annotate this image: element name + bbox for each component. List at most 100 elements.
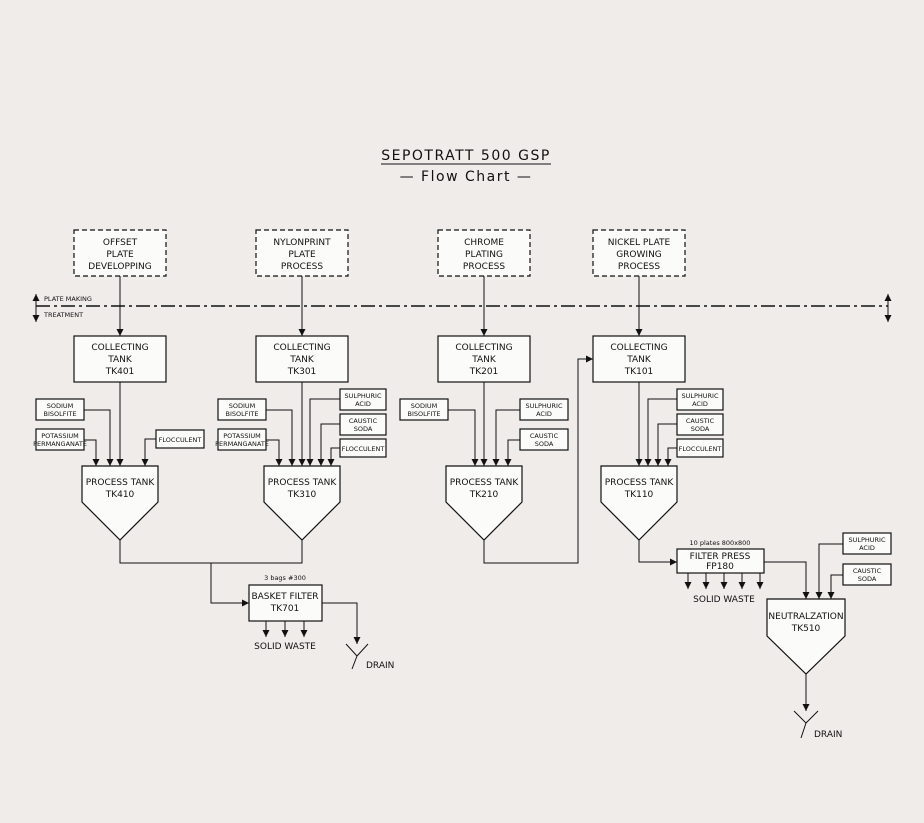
svg-text:SODA: SODA [858, 575, 877, 583]
svg-text:PROCESS: PROCESS [463, 262, 505, 272]
svg-text:NEUTRALZATION: NEUTRALZATION [768, 612, 843, 622]
svg-text:PERMANGANATE: PERMANGANATE [33, 440, 87, 448]
chem-sulphuric-acid-neutralization: SULPHURIC ACID [842, 532, 892, 555]
svg-text:GROWING: GROWING [616, 250, 662, 260]
diagram-subtitle: — Flow Chart — [400, 169, 533, 185]
basket-filter-solid-waste: SOLID WASTE [254, 642, 316, 652]
svg-text:SULPHURIC: SULPHURIC [681, 392, 719, 400]
svg-text:PROCESS: PROCESS [281, 262, 323, 272]
chem-flocculent-2: FLOCCULENT [339, 438, 387, 458]
chem-sodium-bisolfite-3: SODIUM BISOLFITE [399, 398, 449, 421]
svg-text:CAUSTIC: CAUSTIC [853, 567, 882, 575]
svg-text:SODIUM: SODIUM [411, 402, 438, 410]
svg-text:COLLECTING: COLLECTING [91, 343, 148, 353]
collecting-tank-tk201: COLLECTING TANK TK201 [437, 335, 531, 383]
chem-sulphuric-acid-4: SULPHURIC ACID [676, 388, 724, 411]
filter-press-solid-waste: SOLID WASTE [693, 595, 755, 605]
chem-caustic-soda-4: CAUSTIC SODA [676, 413, 724, 436]
svg-text:SULPHURIC: SULPHURIC [848, 536, 886, 544]
svg-text:CHROME: CHROME [464, 238, 504, 248]
collecting-tank-tk101: COLLECTING TANK TK101 [592, 335, 686, 383]
svg-text:TANK: TANK [289, 355, 315, 365]
svg-text:SULPHURIC: SULPHURIC [525, 402, 563, 410]
svg-text:PROCESS TANK: PROCESS TANK [86, 478, 156, 488]
chem-flocculent-1: FLOCCULENT [155, 429, 205, 449]
svg-text:PLATE: PLATE [288, 250, 316, 260]
svg-text:SODA: SODA [354, 425, 373, 433]
process-tank-tk210: PROCESS TANK TK210 [445, 465, 523, 541]
svg-text:POTASSIUM: POTASSIUM [41, 432, 78, 440]
chem-flocculent-4: FLOCCULENT [676, 438, 724, 458]
svg-text:FLOCCULENT: FLOCCULENT [342, 445, 385, 453]
svg-text:SULPHURIC: SULPHURIC [344, 392, 382, 400]
process-tank-tk410: PROCESS TANK TK410 [81, 465, 159, 541]
drain-symbol-1 [345, 643, 369, 670]
svg-text:SODA: SODA [691, 425, 710, 433]
svg-text:PROCESS TANK: PROCESS TANK [605, 478, 675, 488]
svg-text:COLLECTING: COLLECTING [610, 343, 667, 353]
svg-text:CAUSTIC: CAUSTIC [686, 417, 715, 425]
chem-sulphuric-acid-2: SULPHURIC ACID [339, 388, 387, 411]
svg-text:SODIUM: SODIUM [229, 402, 256, 410]
svg-text:ACID: ACID [355, 400, 371, 408]
drain-symbol-2 [793, 710, 819, 739]
filter-press-note: 10 plates 800x800 [690, 539, 751, 547]
svg-text:POTASSIUM: POTASSIUM [223, 432, 260, 440]
svg-text:BISOLFITE: BISOLFITE [44, 410, 77, 418]
source-nickel-plate: NICKEL PLATE GROWING PROCESS [592, 229, 686, 277]
svg-text:TK310: TK310 [287, 490, 317, 500]
svg-text:SODIUM: SODIUM [47, 402, 74, 410]
svg-text:TANK: TANK [107, 355, 133, 365]
svg-text:PROCESS TANK: PROCESS TANK [450, 478, 520, 488]
collecting-tank-tk401: COLLECTING TANK TK401 [73, 335, 167, 383]
svg-text:TK201: TK201 [469, 367, 499, 377]
svg-text:BISOLFITE: BISOLFITE [408, 410, 441, 418]
svg-text:NYLONPRINT: NYLONPRINT [273, 238, 331, 248]
source-offset-plate: OFFSET PLATE DEVELOPPING [73, 229, 167, 277]
drain-label-2: DRAIN [814, 730, 842, 740]
basket-filter-note: 3 bags #300 [264, 574, 306, 582]
source-nylonprint-plate: NYLONPRINT PLATE PROCESS [255, 229, 349, 277]
svg-text:ACID: ACID [536, 410, 552, 418]
svg-text:FLOCCULENT: FLOCCULENT [159, 436, 202, 444]
svg-text:TK210: TK210 [469, 490, 499, 500]
svg-text:PLATE: PLATE [106, 250, 134, 260]
neutralization-tank-tk510: NEUTRALZATION TK510 [766, 598, 846, 675]
svg-text:TK510: TK510 [791, 624, 821, 634]
chem-sulphuric-acid-3: SULPHURIC ACID [519, 398, 569, 421]
svg-text:CAUSTIC: CAUSTIC [530, 432, 559, 440]
chem-caustic-soda-neutralization: CAUSTIC SODA [842, 563, 892, 586]
svg-text:TANK: TANK [626, 355, 652, 365]
svg-text:PLATING: PLATING [465, 250, 503, 260]
svg-text:COLLECTING: COLLECTING [273, 343, 330, 353]
drain-label-1: DRAIN [366, 661, 394, 671]
svg-text:TK401: TK401 [105, 367, 135, 377]
svg-text:DEVELOPPING: DEVELOPPING [88, 262, 151, 272]
diagram-title: SEPOTRATT 500 GSP [381, 148, 551, 164]
filter-press-fp180: FILTER PRESS FP180 [676, 548, 765, 574]
svg-text:PROCESS: PROCESS [618, 262, 660, 272]
svg-text:TK410: TK410 [105, 490, 135, 500]
svg-text:PERMANGANATE: PERMANGANATE [215, 440, 269, 448]
svg-text:PROCESS TANK: PROCESS TANK [268, 478, 338, 488]
zone-label-plate-making: PLATE MAKING [44, 295, 92, 303]
svg-text:ACID: ACID [859, 544, 875, 552]
process-tank-tk110: PROCESS TANK TK110 [600, 465, 678, 541]
zone-label-treatment: TREATMENT [43, 311, 83, 319]
svg-text:SODA: SODA [535, 440, 554, 448]
chem-sodium-bisolfite-2: SODIUM BISOLFITE [217, 398, 267, 421]
chem-potassium-permanganate-2: POTASSIUM PERMANGANATE [215, 428, 269, 451]
svg-text:BISOLFITE: BISOLFITE [226, 410, 259, 418]
svg-text:NICKEL PLATE: NICKEL PLATE [608, 238, 671, 248]
svg-text:TANK: TANK [471, 355, 497, 365]
svg-text:TK701: TK701 [270, 604, 300, 614]
svg-text:CAUSTIC: CAUSTIC [349, 417, 378, 425]
svg-text:TK301: TK301 [287, 367, 317, 377]
chem-sodium-bisolfite-1: SODIUM BISOLFITE [35, 398, 85, 421]
source-chrome-plating: CHROME PLATING PROCESS [437, 229, 531, 277]
basket-filter-tk701: BASKET FILTER TK701 [248, 584, 323, 622]
svg-text:COLLECTING: COLLECTING [455, 343, 512, 353]
chem-caustic-soda-3: CAUSTIC SODA [519, 428, 569, 451]
